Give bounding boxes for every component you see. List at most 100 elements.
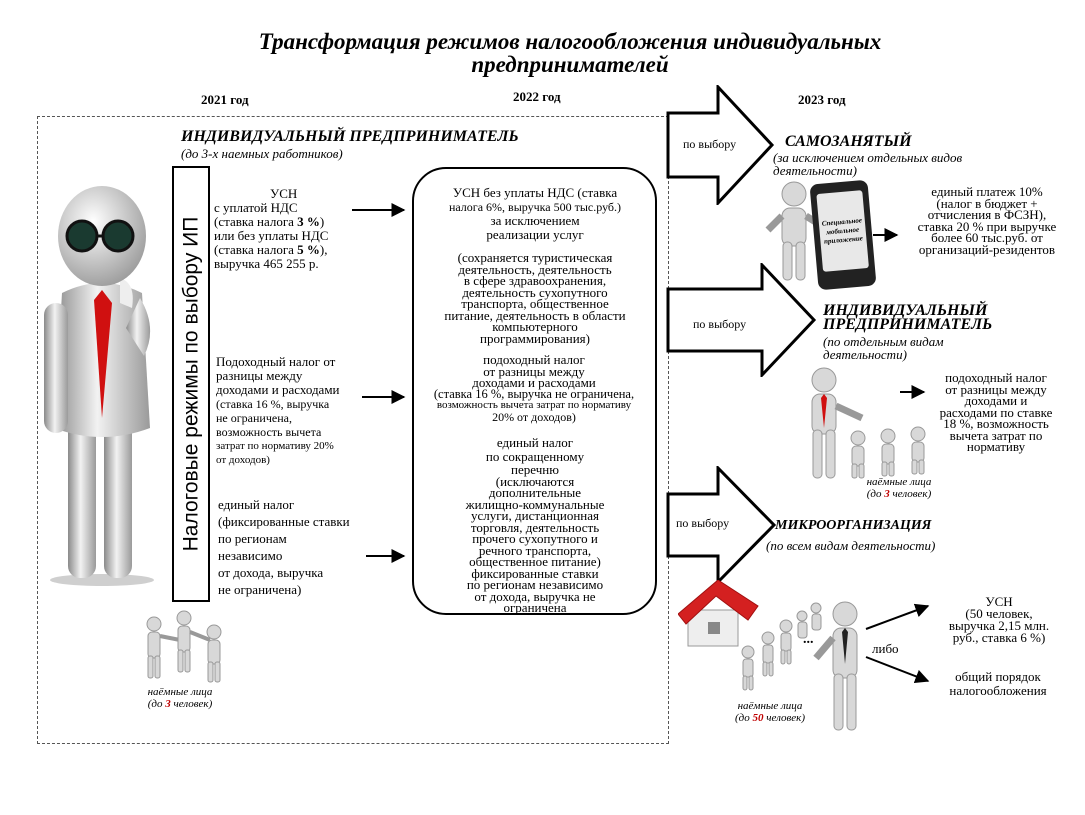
ip-2023-sub-line: деятельности) <box>823 347 907 362</box>
micro-general-text: общий порядок налогообложения <box>930 670 1066 698</box>
edin-2021-line: по регионам <box>218 531 287 546</box>
pod-2021-line: (ставка 16 %, выручка <box>216 397 330 411</box>
micro-dots: ... <box>803 632 814 647</box>
edin-2022-line: перечню <box>511 462 559 477</box>
pod-2022-line: подоходный налог <box>483 352 585 367</box>
ip-2023-heading-line: ПРЕДПРИНИМАТЕЛЬ <box>823 316 993 333</box>
edin-2022-line: жилищно-коммунальные <box>465 496 605 512</box>
workers-micro-label: наёмные лица <box>737 700 803 712</box>
edin-2022-line: услуги, дистанционная <box>470 508 600 523</box>
self-text-line: ставка 20 % при выручке <box>917 218 1057 234</box>
workers-micro-caption: наёмные лица (до 50 человек) <box>722 700 818 724</box>
edin-2022-line: ограничена <box>503 600 567 615</box>
choice-label-ip: по выбору <box>693 317 747 331</box>
ip-2023-sub-line: (по отдельным видам <box>823 334 944 349</box>
ip-2023-subheading: (по отдельным видам деятельности) <box>823 335 944 361</box>
workers-ip-2023-limit: (до 3 человек) <box>866 488 932 500</box>
pod-2021-line: затрат по нормативу 20% <box>216 440 334 452</box>
arrow-to-self-employed <box>666 85 775 205</box>
workers-ip-2023-caption: наёмные лица (до 3 человек) <box>847 476 951 500</box>
income-tax-2021-text: Подоходный налог от разницы между дохода… <box>216 355 366 467</box>
ip-regimes-frame <box>37 116 669 744</box>
usn-note-line: программирования) <box>480 330 590 346</box>
ip-2023-text-line: от разницы между <box>945 381 1047 397</box>
usn-2022-line: УСН без уплаты НДС (ставка <box>452 185 618 200</box>
edin-2022-line: прочего сухопутного и <box>472 531 598 546</box>
self-employed-heading: САМОЗАНЯТЫЙ <box>785 133 912 150</box>
micro-usn-line: руб., ставка 6 %) <box>952 630 1046 645</box>
ip-heading: ИНДИВИДУАЛЬНЫЙ ПРЕДПРИНИМАТЕЛЬ <box>181 128 519 145</box>
edin-2022-line: дополнительные <box>488 485 582 500</box>
arrow-to-micro <box>666 466 777 584</box>
pod-2022-line: возможность вычета затрат по нормативу <box>436 399 632 411</box>
ip-2023-heading: ИНДИВИДУАЛЬНЫЙ ПРЕДПРИНИМАТЕЛЬ <box>823 302 993 333</box>
regimes-2022-box <box>412 167 657 615</box>
choice-label-self: по выбору <box>683 137 737 151</box>
title-line-1: Трансформация режимов налогообложения ин… <box>258 29 882 54</box>
workers-ip-2023-label: наёмные лица <box>866 476 932 488</box>
usn-2021-line: или без уплаты НДС <box>214 228 329 243</box>
usn-2022-line: налога 6%, выручка 500 тыс.руб.) <box>448 200 622 214</box>
pod-2021-line: не ограничена, <box>216 411 292 425</box>
micro-or-label: либо <box>872 641 899 656</box>
usn-note-line: (сохраняется туристическая <box>457 250 613 265</box>
self-sub-line: деятельности) <box>773 163 857 178</box>
ip-2023-heading-line: ИНДИВИДУАЛЬНЫЙ <box>823 302 988 319</box>
phone-screen-line: приложение <box>823 233 864 246</box>
edin-2022-line: по регионам независимо <box>466 577 604 592</box>
workers-2021-label: наёмные лица <box>147 686 213 698</box>
workers-2021-figures <box>146 610 222 683</box>
pod-2022-line: 20% от доходов) <box>492 409 576 424</box>
usn-2022-line: реализации услуг <box>486 227 584 242</box>
choice-label-micro: по выбору <box>676 516 730 530</box>
micro-heading: МИКРООРГАНИЗАЦИЯ <box>775 518 932 533</box>
usn-note-line: компьютерного <box>492 319 578 334</box>
micro-usn-line: УСН <box>985 594 1013 609</box>
pod-2022-line: от разницы между <box>483 363 585 379</box>
usn-note-line: деятельность сухопутного <box>462 284 608 300</box>
edin-2022-line: от дохода, выручка не <box>474 588 596 604</box>
phone-screen: Специальное мобильное приложение <box>816 190 869 272</box>
self-text-line: (налог в бюджет + <box>936 195 1038 211</box>
usn-note-line: в сфере здравоохранения, <box>463 273 607 288</box>
self-text-line: более 60 тыс.руб. от <box>931 230 1043 245</box>
mobile-phone-icon: Специальное мобильное приложение <box>809 179 877 291</box>
self-text-line: организаций-резидентов <box>918 241 1056 257</box>
ip-2023-text-line: подоходный налог <box>945 370 1047 385</box>
micro-general-line: налогообложения <box>949 683 1047 698</box>
self-text-line: единый платеж 10% <box>931 184 1043 199</box>
usn-2021-line: выручка 465 255 р. <box>214 256 319 271</box>
edin-2022-line: (исключаются <box>495 473 575 489</box>
workers-2021-limit: (до 3 человек) <box>147 698 213 710</box>
ip-subheading: (до 3-х наемных работников) <box>181 146 343 161</box>
micro-usn-text: УСН (50 человек, выручка 2,15 млн. руб.,… <box>934 594 1064 645</box>
edin-2021-line: единый налог <box>218 497 295 512</box>
edin-2022-line: единый налог <box>496 435 574 450</box>
workers-micro-count: 50 <box>752 712 764 724</box>
workers-micro-limit: (до 50 человек) <box>735 712 805 724</box>
pod-2021-line: Подоходный налог от <box>216 354 336 369</box>
usn-note-line: деятельность, деятельность <box>458 261 612 277</box>
edin-2022-line: общественное питание) <box>469 554 601 569</box>
micro-general-line: общий порядок <box>955 669 1041 684</box>
micro-org-figures <box>678 580 858 731</box>
usn-2021-line: (ставка налога 5 %), <box>214 242 328 257</box>
workers-2021-caption: наёмные лица (до 3 человек) <box>130 686 230 710</box>
year-2021: 2021 год <box>201 92 249 107</box>
usn-note-line: питание, деятельность в области <box>444 307 626 323</box>
usn-2021-line: УСН <box>270 186 298 201</box>
self-employed-subheading: (за исключением отдельных видов деятельн… <box>773 151 1013 177</box>
workers-2021-count: 3 <box>165 698 171 710</box>
year-2023: 2023 год <box>798 92 846 107</box>
pod-2022-line: (ставка 16 %, выручка не ограничена, <box>433 386 635 401</box>
edin-2021-line: (фиксированные ставки <box>218 514 350 529</box>
usn-2022-exceptions: (сохраняется туристическая деятельность,… <box>418 250 652 346</box>
micro-usn-line: выручка 2,15 млн. <box>948 618 1050 633</box>
vertical-label-box <box>172 166 210 602</box>
pod-2022-line: доходами и расходами <box>472 375 596 390</box>
pod-2021-line: от доходов) <box>216 454 270 466</box>
ip-2023-text-line: расходами по ставке <box>939 404 1053 420</box>
edin-2022-line: по сокращенному <box>485 449 585 464</box>
usn-2021-line: с уплатой НДС <box>214 200 298 215</box>
